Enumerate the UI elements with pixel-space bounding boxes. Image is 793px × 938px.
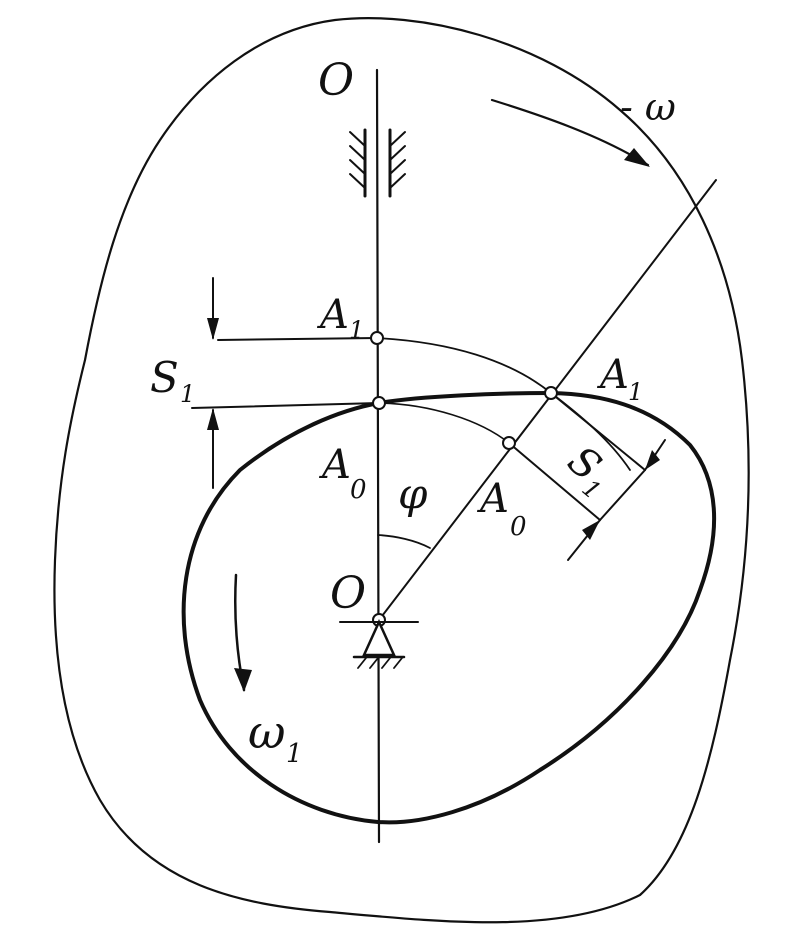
label-a1-vertical-sub: 1 (349, 316, 364, 344)
label-o-center: O (330, 568, 366, 619)
s1-extension-top (217, 337, 378, 341)
label-minus-omega: - ω (620, 85, 676, 129)
label-a0-rotated: A (476, 476, 509, 522)
cam-profile (181, 391, 717, 825)
s1r-dimension-line (599, 469, 646, 521)
label-s1-vertical: S (150, 353, 179, 402)
label-phi: φ (398, 469, 428, 518)
follower-guide (349, 128, 406, 198)
label-a0-vertical-sub: 0 (350, 475, 367, 505)
point-a1-vertical (370, 331, 384, 345)
label-omega: ω (248, 705, 286, 759)
label-a0-vertical: A (318, 442, 351, 488)
s1-arrowhead-top (207, 318, 219, 340)
s1r-extension-top (550, 392, 646, 471)
label-o-top: O (318, 55, 354, 106)
s1-extension-bottom (191, 402, 380, 409)
s1-arrowhead-bottom (207, 408, 219, 430)
label-omega-sub: 1 (286, 739, 303, 769)
s1r-extension-bottom (508, 442, 601, 521)
pivot-support (339, 618, 419, 669)
label-a1-vertical: A (316, 292, 349, 338)
label-a1-rotated: A (596, 352, 629, 398)
vertical-axis (375, 68, 381, 844)
s1r-arrowhead-top (645, 450, 660, 470)
s1r-arrowhead-bottom (582, 520, 600, 540)
minus-omega-arrowhead (624, 148, 650, 167)
phi-angle-arc (377, 534, 431, 549)
point-a0-rotated (502, 436, 516, 450)
omega-arrowhead (234, 668, 252, 692)
a0-trace-arc (378, 402, 510, 444)
label-s1-vertical-sub: 1 (180, 380, 195, 408)
point-a1-rotated (544, 386, 558, 400)
outer-boundary (53, 17, 750, 924)
rotated-axis (378, 179, 717, 621)
label-a0-rotated-sub: 0 (510, 512, 527, 542)
label-a1-rotated-sub: 1 (628, 378, 643, 406)
point-a0-vertical (372, 396, 386, 410)
